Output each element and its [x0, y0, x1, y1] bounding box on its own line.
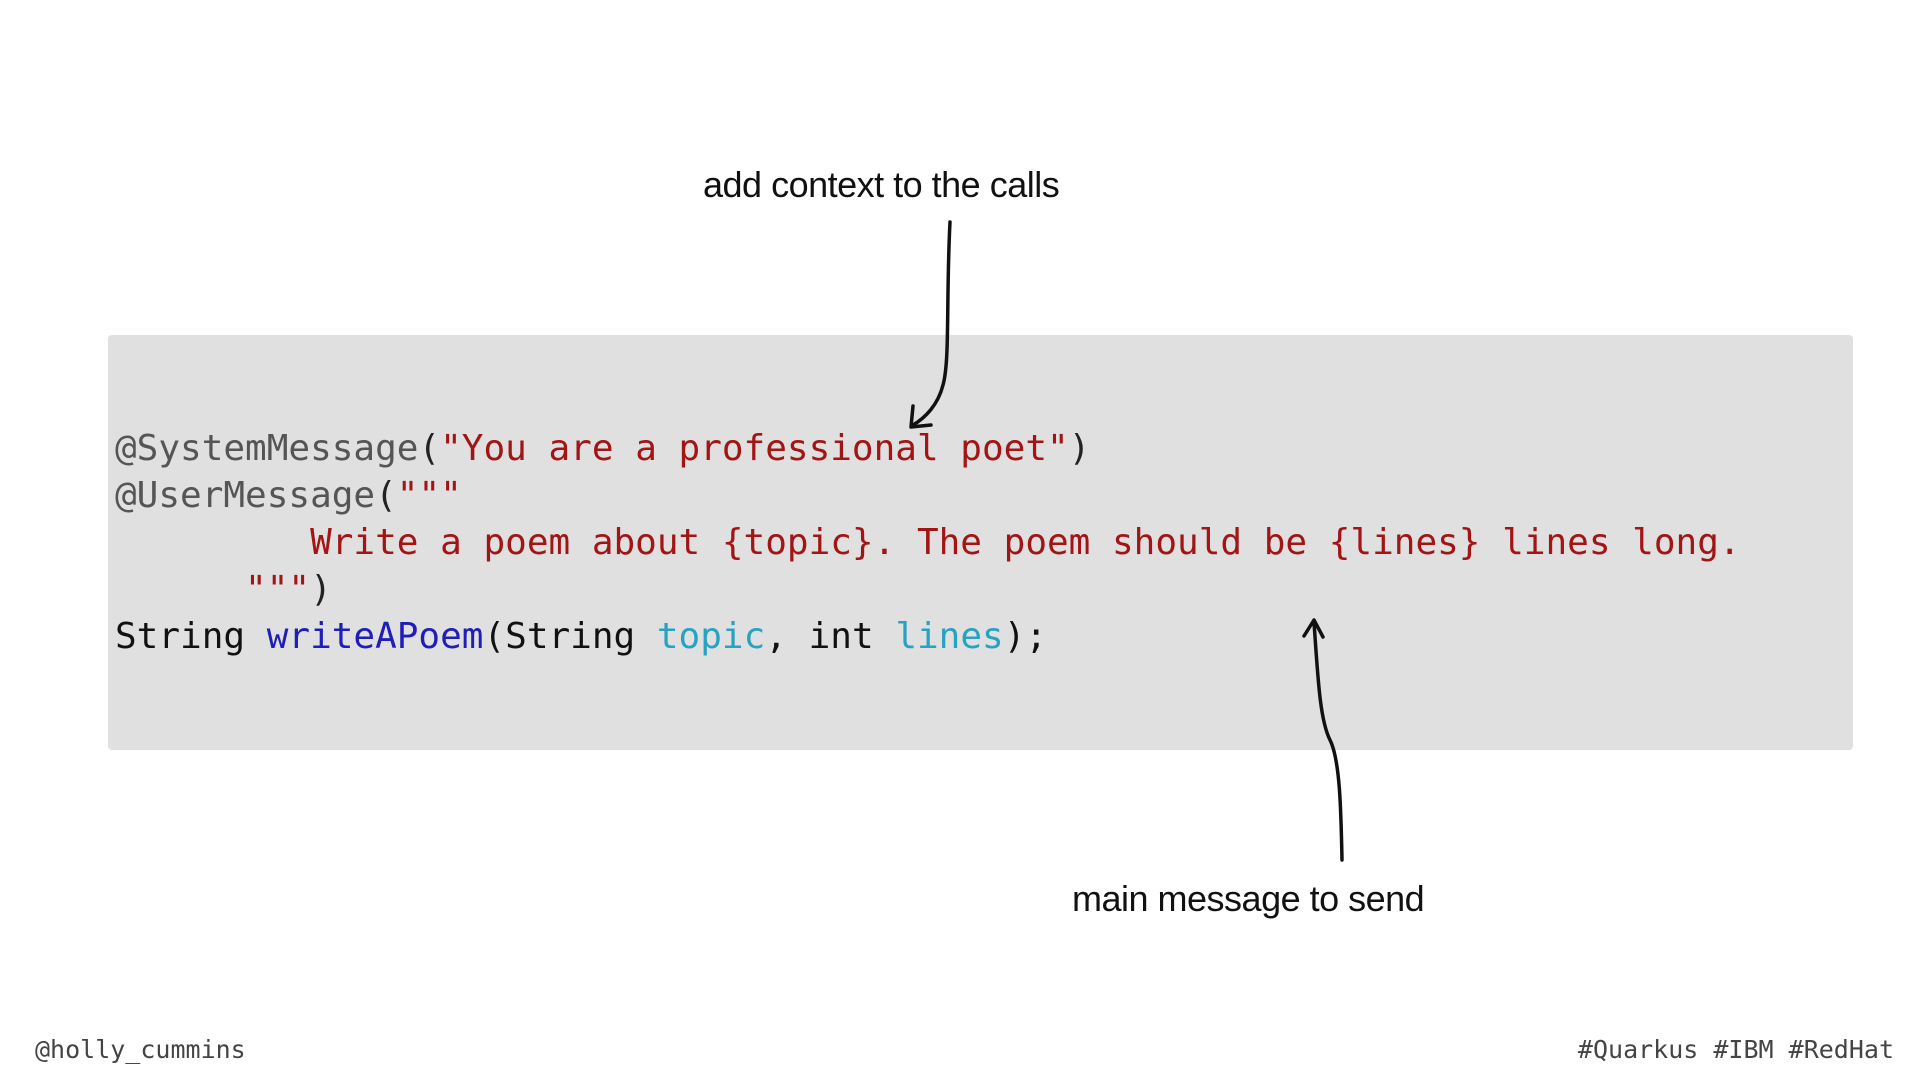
code-block-background: [108, 335, 1853, 750]
code-paren: ): [310, 569, 332, 610]
code-paren-close: );: [1003, 616, 1048, 657]
user-message-annotation: @UserMessage: [115, 475, 376, 516]
annotation-add-context: add context to the calls: [703, 164, 1060, 205]
author-handle: @holly_cummins: [35, 1035, 246, 1064]
code-line-user-message-body: Write a poem about {topic}. The poem sho…: [115, 519, 1741, 566]
code-paren: (: [483, 616, 506, 657]
code-indent: [115, 522, 310, 563]
code-paren: (: [375, 475, 397, 516]
code-line-text-block-close: """): [115, 566, 1741, 613]
code-line-system-message: @SystemMessage("You are a professional p…: [115, 425, 1741, 472]
param-type-lines: int: [808, 616, 896, 657]
hashtags: #Quarkus #IBM #RedHat: [1577, 1035, 1894, 1064]
code-block: @SystemMessage("You are a professional p…: [115, 425, 1741, 660]
return-type: String: [115, 616, 267, 657]
system-message-annotation: @SystemMessage: [115, 428, 419, 469]
code-paren: ): [1068, 428, 1091, 469]
system-message-string: "You are a professional poet": [440, 428, 1069, 469]
text-block-close: """: [245, 569, 311, 610]
code-paren: (: [418, 428, 441, 469]
code-indent: [115, 569, 245, 610]
param-name-topic: topic: [656, 616, 766, 657]
param-separator: ,: [765, 616, 809, 657]
code-line-method-signature: String writeAPoem(String topic, int line…: [115, 613, 1741, 660]
user-message-string: Write a poem about {topic}. The poem sho…: [310, 522, 1741, 563]
method-name: writeAPoem: [266, 616, 484, 657]
code-line-user-message: @UserMessage(""": [115, 472, 1741, 519]
annotation-main-message: main message to send: [1072, 878, 1425, 919]
param-name-lines: lines: [895, 616, 1004, 657]
text-block-open: """: [396, 475, 462, 516]
param-type-topic: String: [505, 616, 657, 657]
